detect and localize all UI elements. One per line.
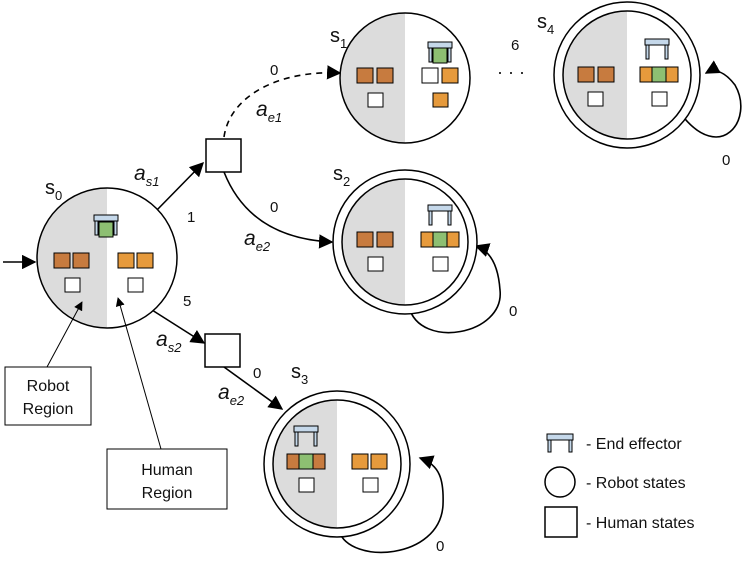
human-state-h2: [204, 333, 241, 368]
slot: [367, 92, 384, 108]
robot-state-s1: [339, 12, 471, 144]
robot-region-pointer: [46, 301, 83, 368]
human-state-legend-icon: [544, 506, 578, 538]
cost-s3-self: 0: [436, 538, 444, 555]
cost-h2-s3: 0: [253, 365, 261, 382]
edges: [3, 60, 742, 554]
slot: [367, 256, 384, 272]
cost-h1-s1: 0: [270, 62, 278, 79]
block: [432, 231, 448, 248]
human-region-label: Human Region: [106, 448, 228, 510]
block: [356, 231, 374, 248]
block: [597, 66, 615, 83]
cost-s4-self: 0: [722, 152, 730, 169]
robot-state-s3: [263, 390, 411, 538]
cost-s2-self: 0: [509, 303, 517, 320]
block: [441, 67, 459, 84]
block: [665, 66, 679, 83]
action-label-ae2-bottom: ae2: [218, 381, 245, 408]
self-loop-s4: [680, 60, 742, 138]
legend: - End effector - Robot states - Human st…: [544, 433, 694, 538]
ellipsis: · · ·: [497, 62, 525, 82]
action-label-ae1: ae1: [256, 98, 282, 125]
svg-text:Region: Region: [142, 485, 193, 502]
block: [639, 66, 653, 83]
block: [446, 231, 460, 248]
legend-end-effector: - End effector: [586, 436, 682, 453]
legend-human-states: - Human states: [586, 515, 694, 532]
cost-s1-s4: 6: [511, 37, 519, 54]
end-effector-icon: [644, 38, 670, 60]
slot: [587, 91, 604, 107]
slot: [298, 477, 315, 493]
robot-state-s2: [332, 169, 478, 315]
slot: [64, 277, 81, 293]
end-effector-icon: [427, 204, 453, 226]
human-region-pointer: [115, 297, 162, 450]
action-label-as1: as1: [134, 162, 159, 189]
end-effector-icon: [93, 214, 119, 238]
legend-robot-states: - Robot states: [586, 475, 686, 492]
state-label-s3: s3: [291, 361, 308, 387]
cost-s0-h1: 1: [187, 209, 195, 226]
slot: [421, 67, 439, 84]
slot: [651, 91, 668, 107]
block: [136, 252, 154, 269]
robot-state-legend-icon: [544, 466, 576, 498]
slot: [432, 256, 449, 272]
slot: [127, 277, 144, 293]
self-loop-s3: [338, 455, 444, 554]
state-label-s2: s2: [333, 163, 350, 189]
end-effector-legend-icon: [546, 433, 574, 453]
self-loop-s2: [408, 243, 501, 334]
cost-h1-s2: 0: [270, 199, 278, 216]
block: [312, 453, 326, 470]
edge-h1-s2: [223, 171, 334, 249]
block: [351, 453, 369, 470]
state-label-s0: s0: [45, 177, 62, 203]
slot: [362, 477, 379, 493]
block: [117, 252, 135, 269]
edge-s0-h2: [151, 309, 206, 344]
action-label-as2: as2: [156, 328, 182, 355]
svg-text:Robot: Robot: [27, 378, 70, 395]
block: [298, 453, 314, 470]
block: [376, 67, 394, 84]
human-state-h1: [205, 138, 242, 173]
block: [651, 66, 667, 83]
edge-h2-s3: [223, 366, 284, 410]
block: [420, 231, 434, 248]
action-label-ae2-top: ae2: [244, 227, 271, 254]
robot-region-fill: [37, 188, 107, 328]
block: [376, 231, 394, 248]
end-effector-icon: [293, 425, 319, 447]
cost-s0-h2: 5: [183, 293, 191, 310]
robot-state-s0: [36, 187, 178, 329]
block: [286, 453, 300, 470]
block: [53, 252, 71, 269]
state-label-s1: s1: [330, 25, 347, 51]
state-label-s4: s4: [537, 11, 554, 37]
robot-region-label: Robot Region: [4, 366, 92, 426]
end-effector-icon: [427, 41, 453, 64]
edge-h1-s1: [223, 65, 342, 138]
block: [370, 453, 388, 470]
block: [432, 92, 449, 108]
block: [577, 66, 595, 83]
robot-state-s4: [553, 1, 701, 149]
svg-text:Human: Human: [141, 462, 193, 479]
block: [356, 67, 374, 84]
block: [72, 252, 90, 269]
edge-s0-h1: [154, 161, 205, 213]
svg-text:Region: Region: [23, 401, 74, 418]
